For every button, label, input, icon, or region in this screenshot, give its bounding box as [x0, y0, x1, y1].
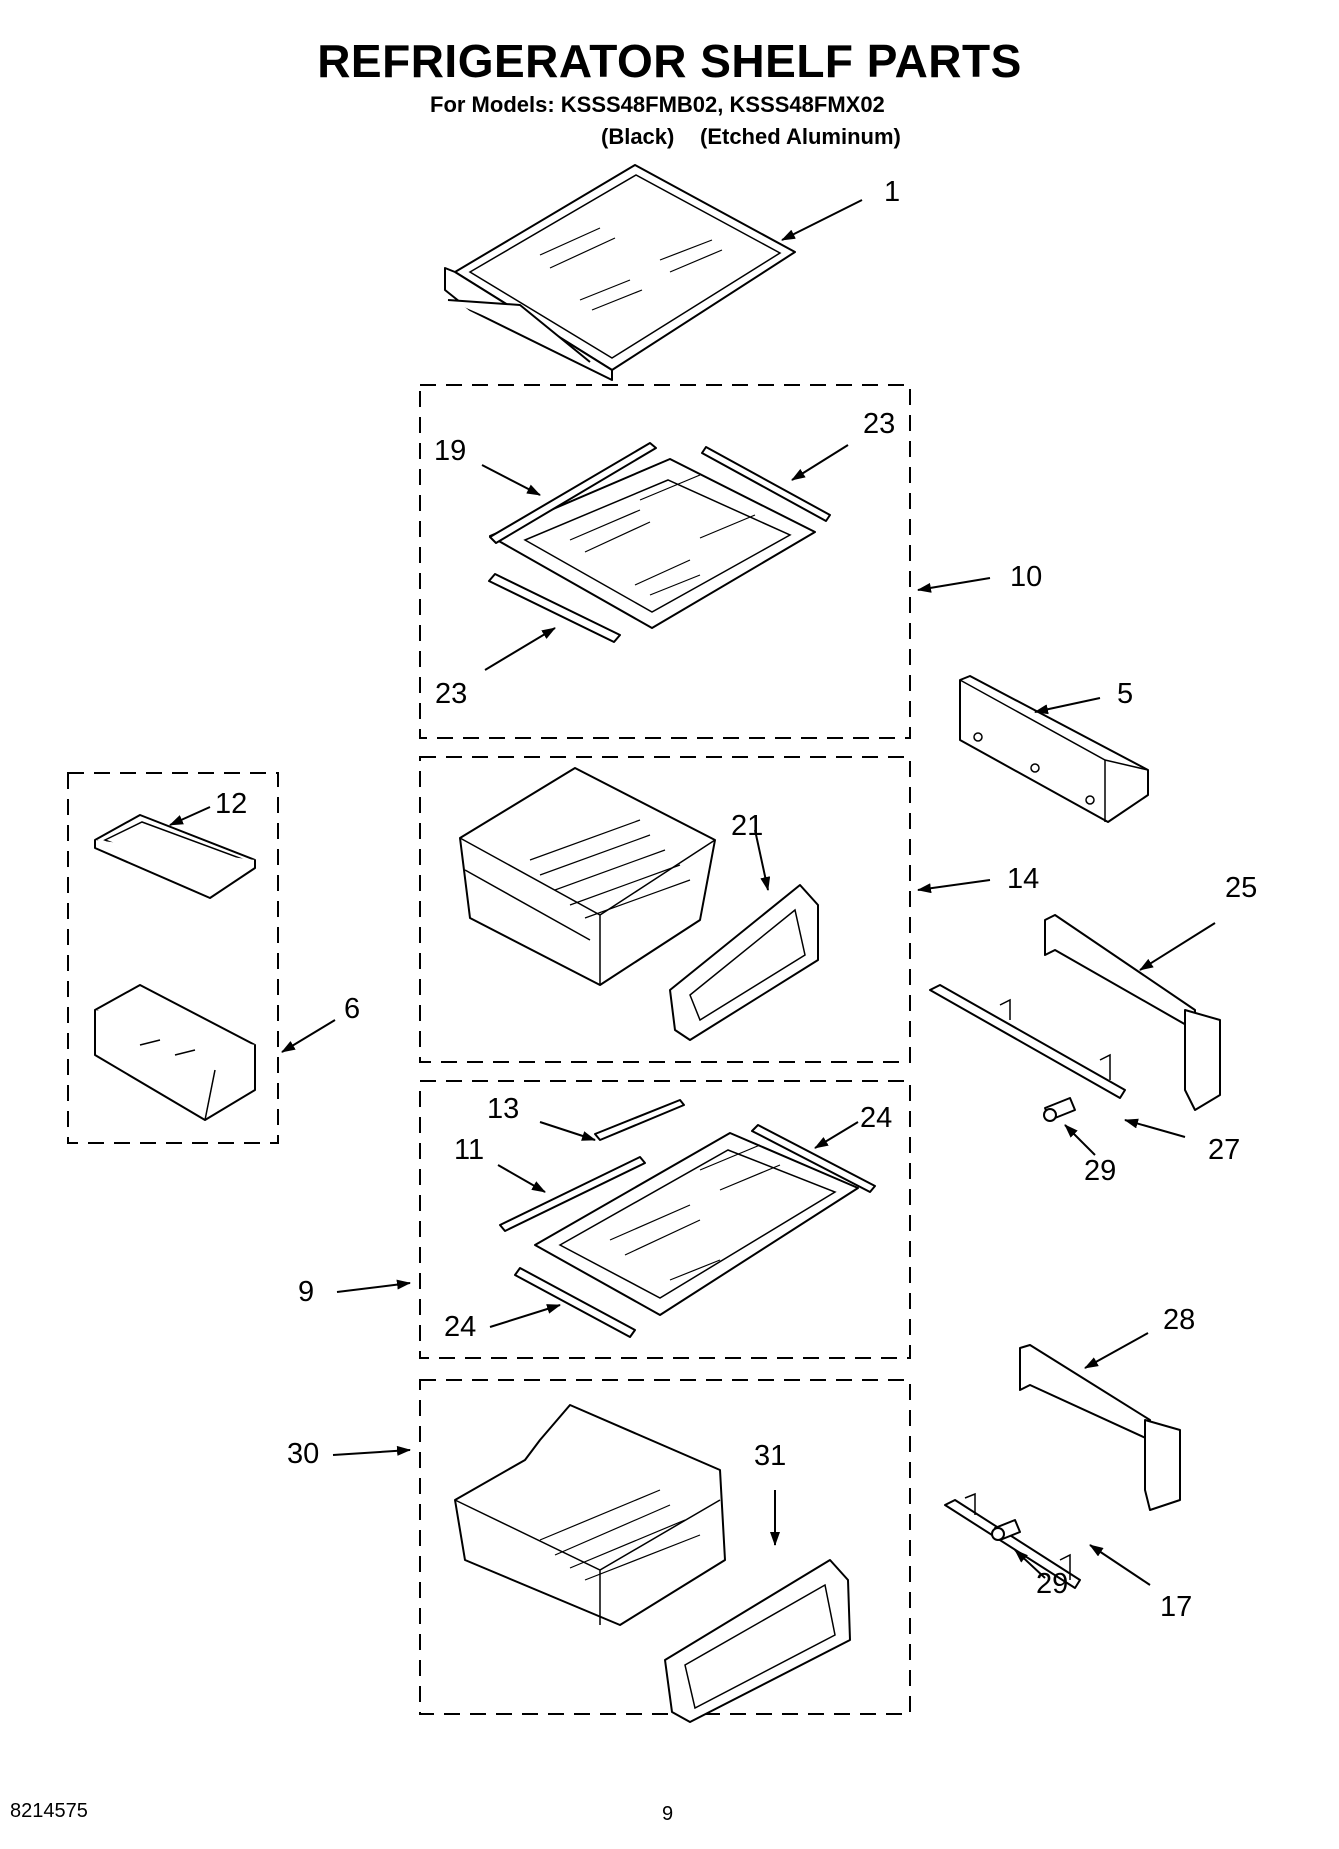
leader-12: [169, 806, 211, 826]
leader-29-lower: [1014, 1549, 1046, 1579]
group-box-10: [419, 384, 911, 739]
part-11-trim: [499, 1156, 646, 1232]
callout-12: 12: [215, 788, 248, 820]
callout-24-bottom: 24: [444, 1311, 477, 1343]
part-30-drawer: [454, 1404, 726, 1626]
callout-13: 13: [487, 1093, 520, 1125]
part-29-screw-lower: [991, 1519, 1021, 1541]
leader-5: [1034, 697, 1101, 715]
color-black-label: (Black): [601, 124, 675, 149]
part-5-bracket: [959, 675, 1149, 823]
part-6-bin: [94, 984, 256, 1121]
leader-24-top: [814, 1121, 859, 1149]
leader-19: [481, 464, 541, 496]
leader-6: [281, 1019, 336, 1053]
leader-1: [781, 199, 863, 241]
callout-10: 10: [1010, 561, 1043, 593]
part-1-shelf: [444, 164, 796, 381]
document-number: 8214575: [10, 1800, 88, 1822]
callout-25: 25: [1225, 872, 1258, 904]
leader-10: [917, 577, 991, 593]
part-17-slide-rail: [944, 1492, 1081, 1589]
callout-19: 19: [434, 435, 467, 467]
group-box-9: [419, 1080, 911, 1359]
leader-11: [497, 1164, 546, 1193]
leader-14: [917, 879, 991, 894]
callout-1: 1: [884, 176, 901, 208]
leader-30: [332, 1445, 411, 1456]
part-10-shelf-glass: [488, 442, 831, 643]
leader-28: [1084, 1332, 1149, 1369]
part-27-slide-rail: [929, 984, 1126, 1099]
part-23-trim-bottom: [488, 573, 621, 643]
page-title: REFRIGERATOR SHELF PARTS: [317, 35, 1022, 87]
leader-23-top: [791, 444, 849, 481]
leader-13: [539, 1121, 596, 1141]
part-12-lid: [94, 814, 256, 899]
leader-9: [336, 1279, 411, 1293]
page-number: 9: [662, 1803, 674, 1825]
callout-27: 27: [1208, 1134, 1241, 1166]
callout-23-bottom: 23: [435, 678, 468, 710]
leader-29-upper: [1064, 1124, 1096, 1156]
part-29-screw-upper: [1043, 1097, 1076, 1122]
part-31-drawer-front: [664, 1559, 851, 1723]
part-14-crisper-drawer: [459, 767, 716, 986]
callout-29-lower: 29: [1036, 1568, 1069, 1600]
callout-17: 17: [1160, 1591, 1193, 1623]
part-9-shelf-glass: [499, 1099, 876, 1338]
leader-24-bottom: [489, 1304, 561, 1328]
part-19-trim: [489, 442, 657, 544]
part-28-cover: [1019, 1344, 1181, 1511]
callout-30: 30: [287, 1438, 320, 1470]
leader-23-bottom: [484, 627, 556, 671]
callout-28: 28: [1163, 1304, 1196, 1336]
callout-9: 9: [298, 1276, 315, 1308]
callout-29-upper: 29: [1084, 1155, 1117, 1187]
part-24-trim-bottom: [514, 1267, 636, 1338]
leader-25: [1139, 922, 1216, 971]
leader-21: [754, 829, 771, 891]
group-box-6: [67, 772, 279, 1144]
part-23-trim-top: [701, 446, 831, 522]
models-line: For Models: KSSS48FMB02, KSSS48FMX02: [430, 92, 885, 117]
group-box-14: [419, 756, 911, 1063]
part-21-drawer-front: [669, 884, 819, 1041]
callout-5: 5: [1117, 678, 1134, 710]
callout-14: 14: [1007, 863, 1040, 895]
callout-31: 31: [754, 1440, 787, 1472]
callout-21: 21: [731, 810, 764, 842]
part-13-trim: [594, 1099, 685, 1141]
callout-11: 11: [454, 1134, 485, 1166]
leader-27: [1124, 1118, 1186, 1138]
leader-17: [1089, 1544, 1151, 1586]
callout-6: 6: [344, 993, 361, 1025]
part-25-cover: [1044, 914, 1221, 1111]
part-24-trim-top: [751, 1124, 876, 1193]
callout-24-top: 24: [860, 1102, 893, 1134]
group-box-30: [419, 1379, 911, 1715]
callout-23-top: 23: [863, 408, 896, 440]
color-etched-label: (Etched Aluminum): [700, 124, 901, 149]
